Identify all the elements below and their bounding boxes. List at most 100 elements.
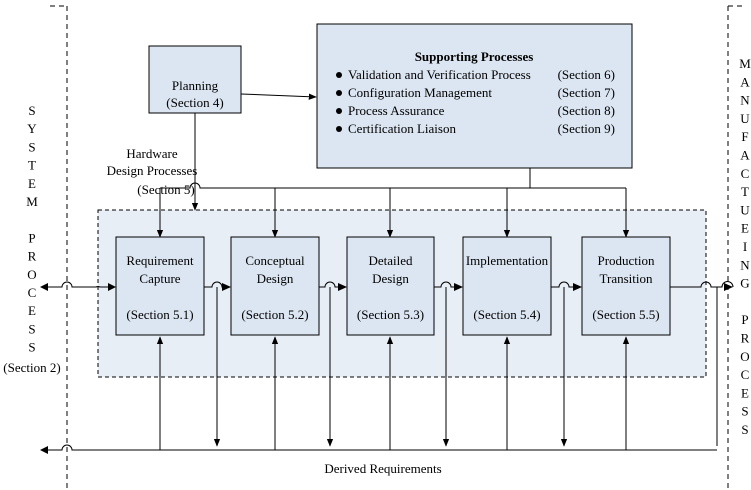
- supporting-item-section: (Section 6): [558, 67, 615, 82]
- phase-section: (Section 5.2): [241, 307, 308, 322]
- left-arrowhead-icon: [40, 283, 48, 291]
- phase-box-4: Implementation (Section 5.4): [462, 236, 552, 336]
- phase-title-line1: Implementation: [466, 253, 549, 268]
- system-to-requirement-link: [48, 281, 114, 288]
- manufacturing-process-letter: N: [740, 257, 750, 272]
- left-arrowhead-icon: [40, 446, 48, 454]
- manufacturing-process-letter: E: [741, 221, 749, 236]
- phase-box-rect: [581, 236, 671, 336]
- system-process-letter: E: [28, 303, 36, 318]
- arrowhead-icon: [724, 283, 733, 291]
- hardware-label-line3: (Section 5): [137, 182, 194, 197]
- phase-section: (Section 5.5): [592, 307, 659, 322]
- supporting-item-label: Configuration Management: [348, 85, 492, 100]
- system-process-letter: P: [28, 230, 35, 245]
- supporting-item-label: Process Assurance: [348, 103, 445, 118]
- phase-box-rect: [230, 236, 320, 336]
- phase-box-rect: [346, 236, 435, 336]
- derived-requirements-bus: [48, 444, 717, 451]
- bullet-icon: [336, 126, 342, 132]
- planning-title: Planning: [172, 78, 219, 93]
- arrowhead-icon: [573, 283, 582, 291]
- system-process-letter: S: [28, 139, 35, 154]
- supporting-item-label: Validation and Verification Process: [348, 67, 531, 82]
- phase-section: (Section 5.4): [473, 307, 540, 322]
- production-to-manufacturing-link: [670, 281, 734, 288]
- phase-title-line2: Design: [257, 271, 294, 286]
- phase-title-line2: Design: [372, 271, 409, 286]
- phase-title-line1: Requirement: [126, 253, 194, 268]
- hardware-label-line2: Design Processes: [107, 163, 198, 178]
- system-process-letter: S: [28, 340, 35, 355]
- arrowhead-icon: [454, 283, 463, 291]
- manufacturing-process-letter: C: [741, 166, 750, 181]
- supporting-processes-list: Validation and Verification Process (Sect…: [336, 67, 615, 136]
- manufacturing-process-letter: S: [741, 422, 748, 437]
- phase-link: [551, 281, 580, 288]
- system-process-section: (Section 2): [3, 360, 60, 375]
- manufacturing-process-letter: E: [741, 385, 749, 400]
- manufacturing-process-letter: P: [741, 312, 748, 327]
- bullet-icon: [336, 90, 342, 96]
- phase-box-rect: [115, 236, 205, 336]
- manufacturing-process-letter: R: [741, 331, 750, 346]
- system-process-letter: M: [26, 194, 38, 209]
- manufacturing-process-letter: A: [740, 148, 750, 163]
- manufacturing-process-letter: N: [740, 93, 750, 108]
- system-process-letter: R: [28, 249, 37, 264]
- hardware-label-line1: Hardware: [126, 146, 177, 161]
- distribution-bus: [160, 182, 626, 189]
- system-process-letter: Y: [27, 121, 37, 136]
- bullet-icon: [336, 72, 342, 78]
- phase-box-rect: [462, 236, 552, 336]
- system-process-letter: O: [27, 267, 36, 282]
- manufacturing-process-letter: O: [740, 349, 749, 364]
- supporting-item-label: Certification Liaison: [348, 121, 456, 136]
- phase-section: (Section 5.3): [357, 307, 424, 322]
- system-process-letter: T: [28, 158, 36, 173]
- planning-box: [148, 45, 242, 114]
- phase-link: [204, 281, 229, 288]
- system-process-letter: S: [28, 103, 35, 118]
- planning-section: (Section 4): [166, 95, 223, 110]
- arrowhead-icon: [222, 283, 231, 291]
- manufacturing-process-letter: U: [740, 111, 750, 126]
- manufacturing-process-letter: T: [741, 184, 749, 199]
- manufacturing-process-letter: F: [741, 129, 748, 144]
- supporting-processes-box: [316, 23, 633, 169]
- phase-title-line1: Production: [597, 253, 655, 268]
- manufacturing-process-letter: M: [739, 56, 751, 71]
- arrowhead-icon: [338, 283, 347, 291]
- system-process-letter: S: [28, 321, 35, 336]
- phase-title-line1: Detailed: [368, 253, 413, 268]
- supporting-item-section: (Section 7): [558, 85, 615, 100]
- phase-section: (Section 5.1): [126, 307, 193, 322]
- phase-link: [434, 281, 461, 288]
- supporting-item-section: (Section 8): [558, 103, 615, 118]
- manufacturing-process-letter: U: [740, 202, 750, 217]
- phase-title-line2: Capture: [139, 271, 180, 286]
- bullet-icon: [336, 108, 342, 114]
- system-process-letter: C: [28, 285, 37, 300]
- manufacturing-process-letter: S: [741, 404, 748, 419]
- manufacturing-process-letter: A: [740, 74, 750, 89]
- supporting-item-section: (Section 9): [558, 121, 615, 136]
- derived-requirements-label: Derived Requirements: [324, 461, 441, 476]
- supporting-processes-title: Supporting Processes: [415, 49, 534, 64]
- phase-link: [319, 281, 345, 288]
- planning-to-supporting-arrow: [240, 93, 317, 100]
- manufacturing-process-letter: G: [740, 276, 749, 291]
- manufacturing-process-letter: C: [741, 367, 750, 382]
- phase-title-line1: Conceptual: [245, 253, 305, 268]
- phase-title-line2: Transition: [600, 271, 653, 286]
- manufacturing-process-letter: I: [743, 239, 747, 254]
- connectors: [40, 113, 734, 454]
